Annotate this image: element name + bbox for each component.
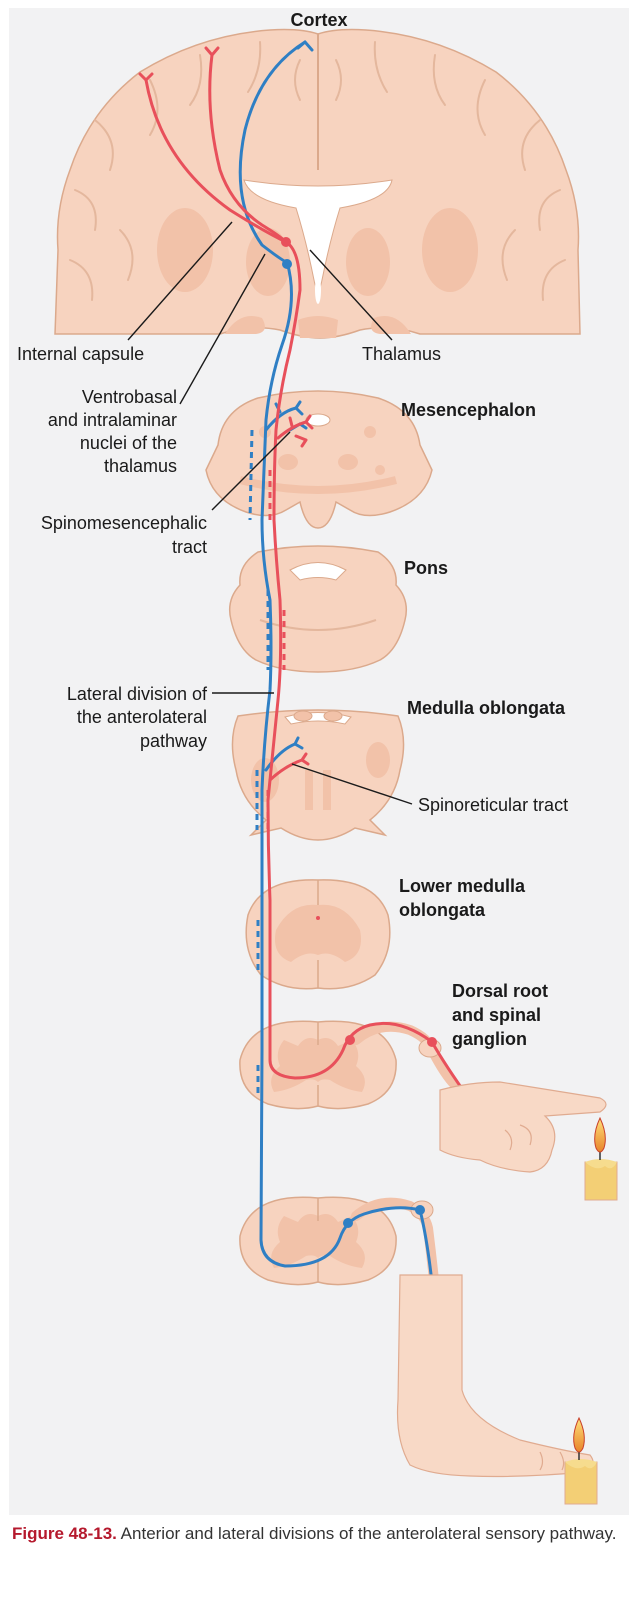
foot-icon xyxy=(398,1275,594,1477)
left-putamen xyxy=(157,208,213,292)
label-ventrobasal-3: nuclei of the xyxy=(80,433,177,453)
red-nucleus-l xyxy=(278,454,298,470)
caption-label: Figure 48-13. xyxy=(12,1524,117,1543)
mesencephalon-section xyxy=(206,391,432,528)
lower-medulla-section xyxy=(246,880,390,989)
brainstem-top xyxy=(298,316,338,338)
label-lateral-division-1: Lateral division of xyxy=(67,684,208,704)
label-spinoreticular: Spinoreticular tract xyxy=(418,795,568,815)
label-spinomesencephalic-1: Spinomesencephalic xyxy=(41,513,207,533)
brain-coronal-section xyxy=(55,30,580,339)
label-lower-medulla-2: oblongata xyxy=(399,900,486,920)
label-lower-medulla-1: Lower medulla xyxy=(399,876,526,896)
lateral-thalamus-neuron xyxy=(281,237,291,247)
right-thalamus-mass xyxy=(346,228,390,296)
finger-hand-icon xyxy=(440,1082,606,1172)
figure-panel: Cortex Internal capsule Thalamus Ventrob… xyxy=(9,8,629,1515)
label-spinomesencephalic-2: tract xyxy=(172,537,207,557)
label-lateral-division-2: the anterolateral xyxy=(77,707,207,727)
label-ventrobasal-4: thalamus xyxy=(104,456,177,476)
right-putamen xyxy=(422,208,478,292)
pons-section xyxy=(230,546,407,672)
label-mesencephalon: Mesencephalon xyxy=(401,400,536,420)
label-thalamus: Thalamus xyxy=(362,344,441,364)
label-medulla: Medulla oblongata xyxy=(407,698,566,718)
label-dorsal-root-3: ganglion xyxy=(452,1029,527,1049)
anterior-ganglion-neuron xyxy=(415,1205,425,1215)
label-pons: Pons xyxy=(404,558,448,578)
label-ventrobasal-1: Ventrobasal xyxy=(82,387,177,407)
mesencephalon-outline xyxy=(206,391,432,528)
olive-r xyxy=(366,742,390,778)
candle-flame-icon xyxy=(585,1118,617,1200)
candle-flame-icon xyxy=(565,1418,597,1504)
olive-l xyxy=(251,758,279,802)
lateral-cord-neuron xyxy=(345,1035,355,1045)
label-internal-capsule: Internal capsule xyxy=(17,344,144,364)
anterior-thalamus-neuron xyxy=(282,259,292,269)
label-dorsal-root-2: and spinal xyxy=(452,1005,541,1025)
label-lateral-division-3: pathway xyxy=(140,731,207,751)
lateral-ganglion-neuron xyxy=(427,1037,437,1047)
red-nucleus-r xyxy=(338,454,358,470)
label-ventrobasal-2: and intralaminar xyxy=(48,410,177,430)
label-dorsal-root-1: Dorsal root xyxy=(452,981,548,1001)
pathway-diagram: Cortex Internal capsule Thalamus Ventrob… xyxy=(9,8,629,1515)
caption-text: Anterior and lateral divisions of the an… xyxy=(121,1524,617,1543)
anterior-cord-neuron xyxy=(343,1218,353,1228)
third-ventricle xyxy=(315,276,321,304)
label-cortex: Cortex xyxy=(290,10,347,30)
figure-caption: Figure 48-13. Anterior and lateral divis… xyxy=(12,1521,628,1546)
